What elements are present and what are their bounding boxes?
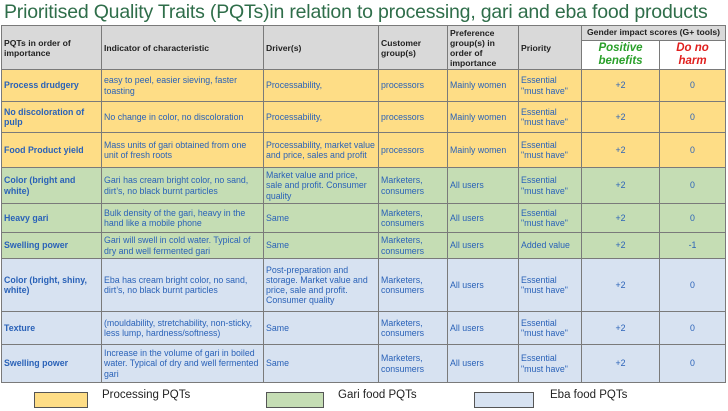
- positive-score-cell: +2: [581, 258, 660, 312]
- drivers-cell: Processability, market value and price, …: [263, 132, 379, 168]
- pqt-cell: Swelling power: [1, 344, 102, 383]
- pqt-cell: Food Product yield: [1, 132, 102, 168]
- legend-label-eba: Eba food PQTs: [550, 389, 628, 401]
- positive-score-cell: +2: [581, 311, 660, 345]
- header-do-no-harm: Do no harm: [658, 40, 727, 70]
- harm-score-cell: 0: [658, 258, 727, 312]
- header-preference: Preference group(s) in order of importan…: [447, 25, 519, 70]
- header-customer: Customer group(s): [378, 25, 448, 70]
- customer-cell: Marketers, consumers: [378, 203, 448, 233]
- drivers-cell: Same: [263, 311, 379, 345]
- preference-cell: Mainly women: [447, 101, 519, 133]
- positive-score-cell: +2: [581, 69, 660, 102]
- table-row: Swelling power Gari will swell in cold w…: [1, 232, 727, 259]
- customer-cell: processors: [378, 132, 448, 168]
- positive-score-cell: +2: [581, 101, 660, 133]
- table-row: Texture (mouldability, stretchability, n…: [1, 311, 727, 345]
- header-gender-impact: Gender impact scores (G+ tools): [580, 25, 727, 41]
- preference-cell: All users: [447, 232, 519, 259]
- priority-cell: Added value: [518, 232, 582, 259]
- drivers-cell: Same: [263, 344, 379, 383]
- preference-cell: All users: [447, 258, 519, 312]
- table-body: Process drudgery easy to peel, easier si…: [1, 69, 727, 383]
- header-priority: Priority: [518, 25, 582, 70]
- drivers-cell: Same: [263, 232, 379, 259]
- page-title: Prioritised Quality Traits (PQTs)in rela…: [4, 1, 708, 23]
- indicator-cell: Gari will swell in cold water. Typical o…: [101, 232, 264, 259]
- preference-cell: All users: [447, 311, 519, 345]
- header-pqt: PQTs in order of importance: [1, 25, 102, 70]
- indicator-cell: Bulk density of the gari, heavy in the h…: [101, 203, 264, 233]
- indicator-cell: No change in color, no discoloration: [101, 101, 264, 133]
- customer-cell: Marketers, consumers: [378, 311, 448, 345]
- preference-cell: All users: [447, 344, 519, 383]
- preference-cell: Mainly women: [447, 132, 519, 168]
- legend-label-gari: Gari food PQTs: [338, 389, 417, 401]
- pqt-cell: Swelling power: [1, 232, 102, 259]
- pqt-cell: Process drudgery: [1, 69, 102, 102]
- priority-cell: Essential "must have": [518, 132, 582, 168]
- priority-cell: Essential "must have": [518, 258, 582, 312]
- pqt-cell: Color (bright and white): [1, 167, 102, 204]
- customer-cell: processors: [378, 101, 448, 133]
- customer-cell: Marketers, consumers: [378, 232, 448, 259]
- legend-swatch-eba: [474, 392, 534, 408]
- positive-score-cell: +2: [581, 132, 660, 168]
- table-row: No discoloration of pulp No change in co…: [1, 101, 727, 133]
- harm-score-cell: 0: [658, 167, 727, 204]
- indicator-cell: Gari has cream bright color, no sand, di…: [101, 167, 264, 204]
- indicator-cell: (mouldability, stretchability, non-stick…: [101, 311, 264, 345]
- table-row: Heavy gari Bulk density of the gari, hea…: [1, 203, 727, 233]
- indicator-cell: Eba has cream bright color, no sand, dir…: [101, 258, 264, 312]
- drivers-cell: Market value and price, sale and profit.…: [263, 167, 379, 204]
- priority-cell: Essential "must have": [518, 101, 582, 133]
- priority-cell: Essential "must have": [518, 311, 582, 345]
- header-positive-benefits: Positive benefits: [581, 40, 660, 70]
- table-row: Process drudgery easy to peel, easier si…: [1, 69, 727, 102]
- table-row: Color (bright, shiny, white) Eba has cre…: [1, 258, 727, 312]
- customer-cell: processors: [378, 69, 448, 102]
- pqt-cell: Color (bright, shiny, white): [1, 258, 102, 312]
- harm-score-cell: 0: [658, 101, 727, 133]
- pqt-cell: Texture: [1, 311, 102, 345]
- drivers-cell: Processability,: [263, 101, 379, 133]
- harm-score-cell: 0: [658, 344, 727, 383]
- header-drivers: Driver(s): [263, 25, 379, 70]
- legend-label-processing: Processing PQTs: [102, 389, 191, 401]
- customer-cell: Marketers, consumers: [378, 167, 448, 204]
- legend-swatch-processing: [34, 392, 88, 408]
- legend-swatch-gari: [266, 392, 324, 408]
- table-row: Food Product yield Mass units of gari ob…: [1, 132, 727, 168]
- harm-score-cell: 0: [658, 311, 727, 345]
- preference-cell: All users: [447, 167, 519, 204]
- pqt-cell: No discoloration of pulp: [1, 101, 102, 133]
- harm-score-cell: 0: [658, 69, 727, 102]
- preference-cell: Mainly women: [447, 69, 519, 102]
- priority-cell: Essential "must have": [518, 203, 582, 233]
- indicator-cell: easy to peel, easier sieving, faster toa…: [101, 69, 264, 102]
- preference-cell: All users: [447, 203, 519, 233]
- positive-score-cell: +2: [581, 344, 660, 383]
- table-row: Swelling power Increase in the volume of…: [1, 344, 727, 383]
- customer-cell: Marketers, consumers: [378, 344, 448, 383]
- drivers-cell: Processability,: [263, 69, 379, 102]
- pqt-cell: Heavy gari: [1, 203, 102, 233]
- positive-score-cell: +2: [581, 167, 660, 204]
- customer-cell: Marketers, consumers: [378, 258, 448, 312]
- table-row: Color (bright and white) Gari has cream …: [1, 167, 727, 204]
- harm-score-cell: 0: [658, 132, 727, 168]
- indicator-cell: Increase in the volume of gari in boiled…: [101, 344, 264, 383]
- priority-cell: Essential "must have": [518, 344, 582, 383]
- drivers-cell: Same: [263, 203, 379, 233]
- priority-cell: Essential "must have": [518, 167, 582, 204]
- drivers-cell: Post-preparation and storage. Market val…: [263, 258, 379, 312]
- harm-score-cell: -1: [658, 232, 727, 259]
- priority-cell: Essential "must have": [518, 69, 582, 102]
- pqt-table: PQTs in order of importance Indicator of…: [1, 25, 727, 383]
- positive-score-cell: +2: [581, 232, 660, 259]
- positive-score-cell: +2: [581, 203, 660, 233]
- indicator-cell: Mass units of gari obtained from one uni…: [101, 132, 264, 168]
- header-indicator: Indicator of characteristic: [101, 25, 264, 70]
- harm-score-cell: 0: [658, 203, 727, 233]
